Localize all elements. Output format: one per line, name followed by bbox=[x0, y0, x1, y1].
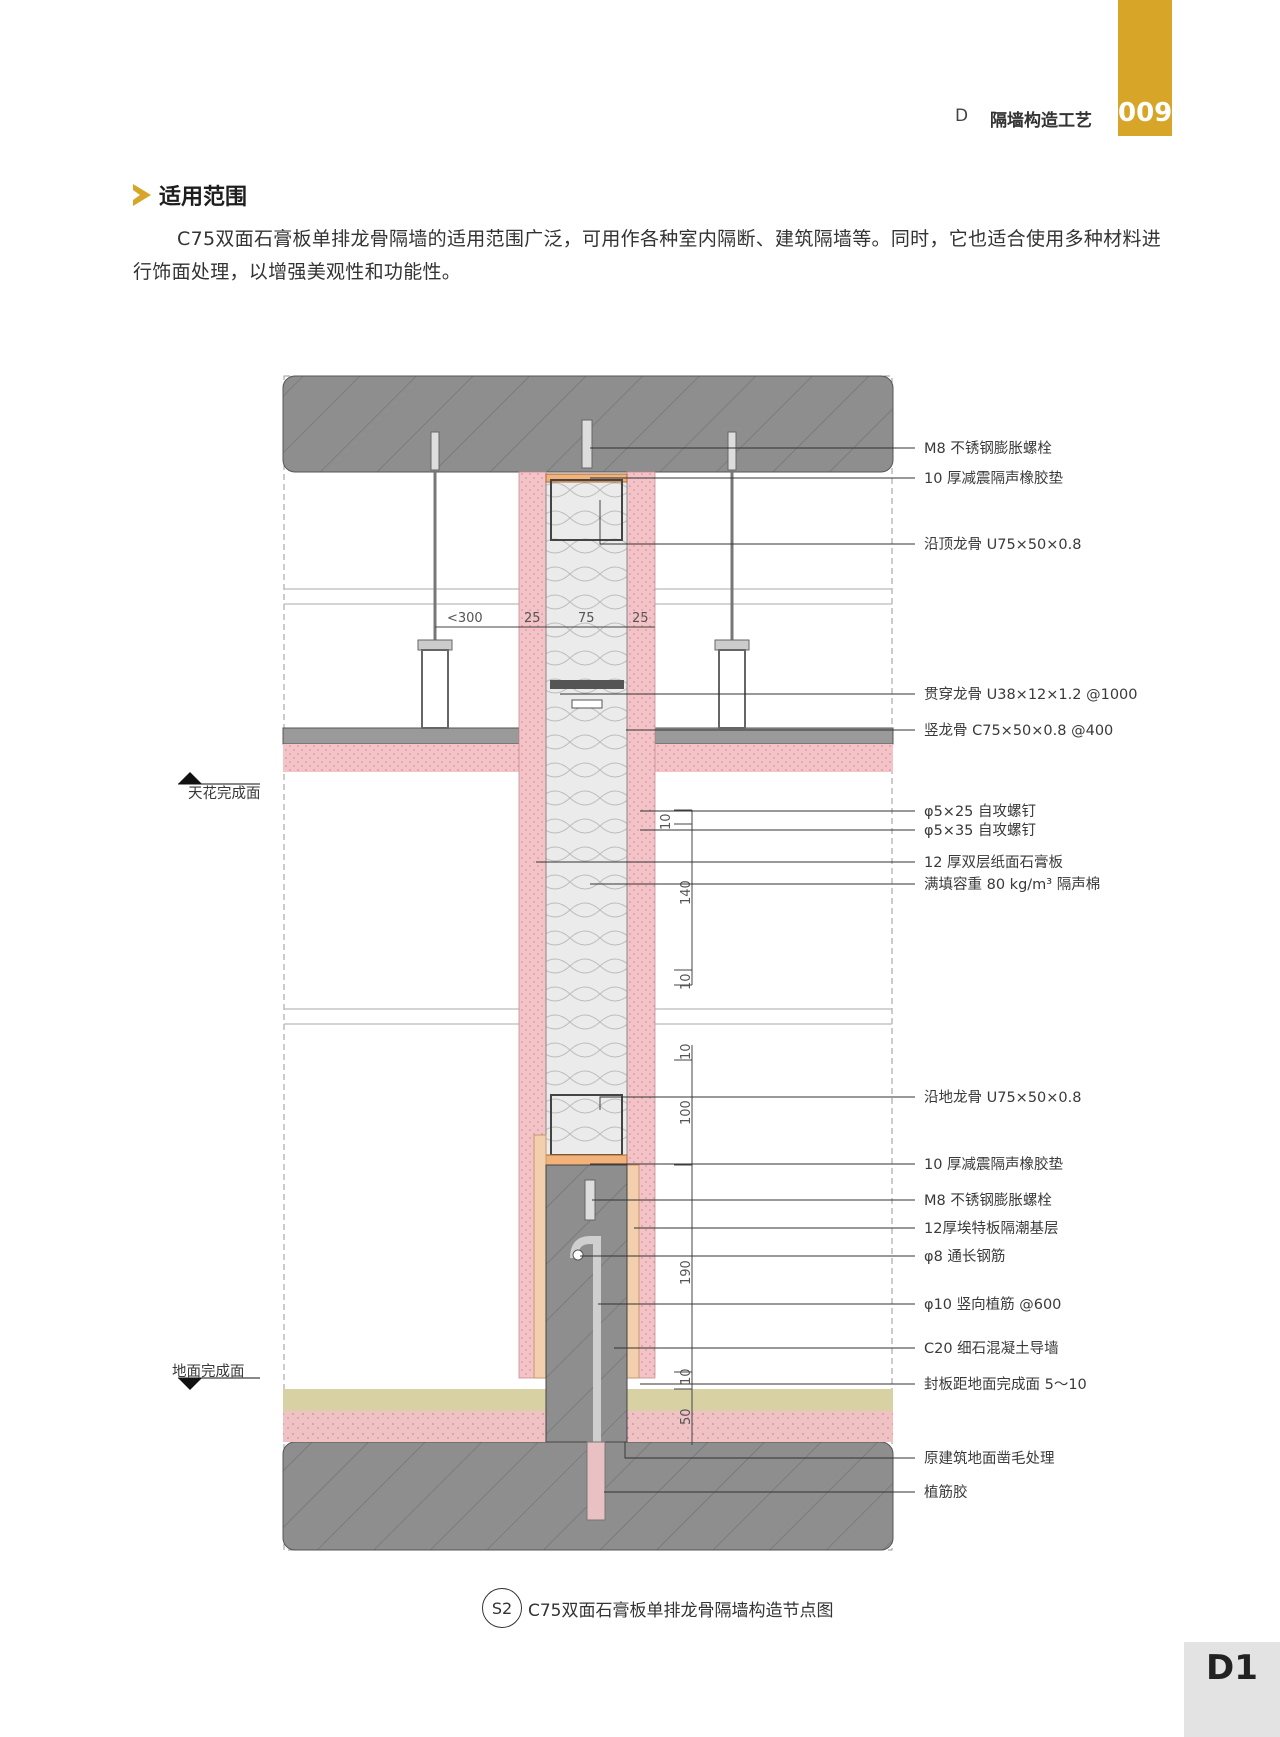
bottom-rubber-pad bbox=[545, 1154, 628, 1166]
dim-h-2: 25 bbox=[524, 611, 541, 626]
dim-v-3: 10 bbox=[679, 973, 694, 990]
channel-clip bbox=[571, 699, 603, 709]
callout-longitudinal-rebar: φ8 通长钢筋 bbox=[924, 1248, 1005, 1265]
moisture-board-right bbox=[626, 1164, 640, 1379]
callout-bottom-rubber-pad: 10 厚减震隔声橡胶垫 bbox=[924, 1155, 1064, 1173]
floor-level-label: 地面完成面 bbox=[172, 1363, 245, 1380]
callout-stud: 竖龙骨 C75×50×0.8 @400 bbox=[924, 722, 1113, 739]
callout-top-track: 沿顶龙骨 U75×50×0.8 bbox=[924, 536, 1081, 553]
dimension-lines bbox=[674, 809, 693, 1445]
callout-board-gap: 封板距地面完成面 5～10 bbox=[924, 1375, 1087, 1393]
top-anchor-bolt bbox=[581, 419, 593, 469]
callout-slab-roughening: 原建筑地面凿毛处理 bbox=[924, 1450, 1055, 1467]
dim-h-1: <300 bbox=[447, 611, 483, 626]
callout-rebar-glue: 植筋胶 bbox=[924, 1484, 968, 1501]
intro-paragraph: C75双面石膏板单排龙骨隔墙的适用范围广泛，可用作各种室内隔断、建筑隔墙等。同时… bbox=[133, 228, 1162, 283]
hanger-rod-left bbox=[417, 431, 453, 729]
hanger-rod-right bbox=[714, 431, 750, 729]
callout-vertical-rebar: φ10 竖向植筋 @600 bbox=[924, 1296, 1061, 1313]
callout-insulation: 满填容重 80 kg/m³ 隔声棉 bbox=[924, 875, 1100, 893]
ceiling-gypsum-left bbox=[283, 744, 519, 772]
dim-v-1: 10 bbox=[659, 813, 674, 830]
ceiling-panel-left bbox=[282, 727, 520, 745]
callout-cross-channel: 贯穿龙骨 U38×12×1.2 @1000 bbox=[924, 686, 1138, 703]
cross-channel bbox=[550, 680, 624, 689]
longitudinal-rebar bbox=[572, 1249, 584, 1261]
chapter-letter: D bbox=[955, 106, 969, 126]
top-track bbox=[550, 479, 623, 541]
caption-text: C75双面石膏板单排龙骨隔墙构造节点图 bbox=[528, 1600, 834, 1621]
dim-h-4: 25 bbox=[632, 611, 649, 626]
rebar-glue bbox=[586, 1441, 606, 1521]
caption-badge: S2 bbox=[482, 1588, 522, 1628]
dim-v-6: 190 bbox=[679, 1260, 694, 1285]
dim-v-2: 140 bbox=[679, 880, 694, 905]
section-title: 适用范围 bbox=[159, 185, 248, 210]
page-number: 009 bbox=[1118, 98, 1173, 128]
dim-v-7: 10 bbox=[679, 1368, 694, 1385]
dim-v-4: 10 bbox=[679, 1043, 694, 1060]
callout-top-rubber-pad: 10 厚减震隔声橡胶垫 bbox=[924, 469, 1064, 487]
ceiling-level-marker bbox=[178, 772, 202, 784]
callout-bottom-track: 沿地龙骨 U75×50×0.8 bbox=[924, 1089, 1081, 1106]
callout-guide-wall: C20 细石混凝土导墙 bbox=[924, 1340, 1059, 1357]
callout-top-anchor-bolt: M8 不锈钢膨胀螺栓 bbox=[924, 440, 1052, 457]
ceiling-level-label: 天花完成面 bbox=[188, 785, 261, 802]
callout-moisture-board: 12厚埃特板隔潮基层 bbox=[924, 1219, 1058, 1237]
section-heading: 适用范围 bbox=[133, 178, 247, 212]
dim-h-3: 75 bbox=[578, 611, 595, 626]
section-corner-tab: D1 bbox=[1184, 1642, 1280, 1737]
callout-screw-25: φ5×25 自攻螺钉 bbox=[924, 803, 1036, 820]
dim-v-8: 50 bbox=[679, 1408, 694, 1425]
chapter-title: 隔墙构造工艺 bbox=[990, 111, 1092, 131]
figure-caption: S2 C75双面石膏板单排龙骨隔墙构造节点图 bbox=[482, 1588, 834, 1628]
ceiling-gypsum-right bbox=[655, 744, 893, 772]
chevron-right-icon bbox=[133, 184, 151, 206]
insulation-core bbox=[545, 479, 628, 1156]
dim-v-5: 100 bbox=[679, 1100, 694, 1125]
floor-level-marker bbox=[178, 1378, 202, 1390]
page-tab bbox=[1118, 0, 1172, 136]
leader-lines bbox=[536, 447, 915, 1493]
callout-screw-35: φ5×35 自攻螺钉 bbox=[924, 822, 1036, 839]
callout-gypsum-board: 12 厚双层纸面石膏板 bbox=[924, 853, 1064, 871]
callout-bottom-anchor-bolt: M8 不锈钢膨胀螺栓 bbox=[924, 1192, 1052, 1209]
moisture-board-left bbox=[533, 1134, 547, 1379]
